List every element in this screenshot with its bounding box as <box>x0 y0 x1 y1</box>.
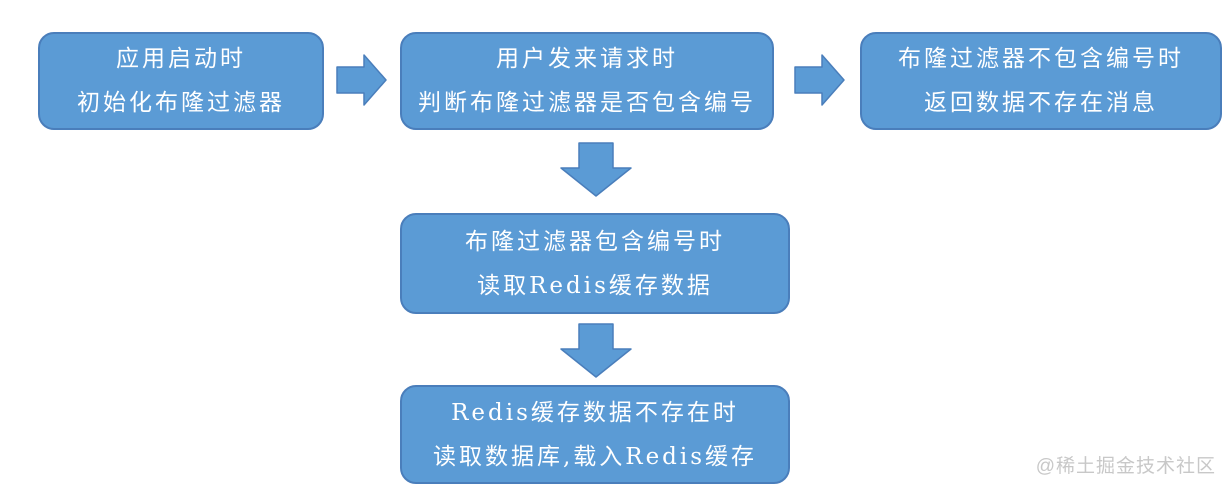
flow-box-filter-contains: 布隆过滤器包含编号时 读取Redis缓存数据 <box>400 213 790 314</box>
flow-box-text-line: 初始化布隆过滤器 <box>77 90 285 116</box>
flow-box-redis-cache-miss: Redis缓存数据不存在时 读取数据库,载入Redis缓存 <box>400 385 790 484</box>
flow-box-filter-not-contains: 布隆过滤器不包含编号时 返回数据不存在消息 <box>860 32 1222 130</box>
watermark: @稀土掘金技术社区 <box>1035 456 1216 477</box>
flow-box-text-line: 应用启动时 <box>116 46 246 72</box>
flow-box-text-line: 用户发来请求时 <box>496 46 678 72</box>
flow-box-text-line: 读取Redis缓存数据 <box>477 272 713 299</box>
flow-box-app-init: 应用启动时 初始化布隆过滤器 <box>38 32 324 130</box>
flow-box-user-request: 用户发来请求时 判断布隆过滤器是否包含编号 <box>400 32 774 130</box>
arrow-right-icon <box>336 53 388 107</box>
flow-box-text-line: 布隆过滤器包含编号时 <box>465 228 725 255</box>
arrow-down-icon <box>559 323 633 379</box>
flow-box-text-line: Redis缓存数据不存在时 <box>451 399 739 426</box>
flow-box-text-line: 返回数据不存在消息 <box>924 90 1158 116</box>
flow-box-text-line: 布隆过滤器不包含编号时 <box>898 46 1184 72</box>
arrow-right-icon <box>794 53 846 107</box>
flow-box-text-line: 读取数据库,载入Redis缓存 <box>432 443 758 470</box>
arrow-down-icon <box>559 142 633 198</box>
flow-box-text-line: 判断布隆过滤器是否包含编号 <box>418 90 756 116</box>
